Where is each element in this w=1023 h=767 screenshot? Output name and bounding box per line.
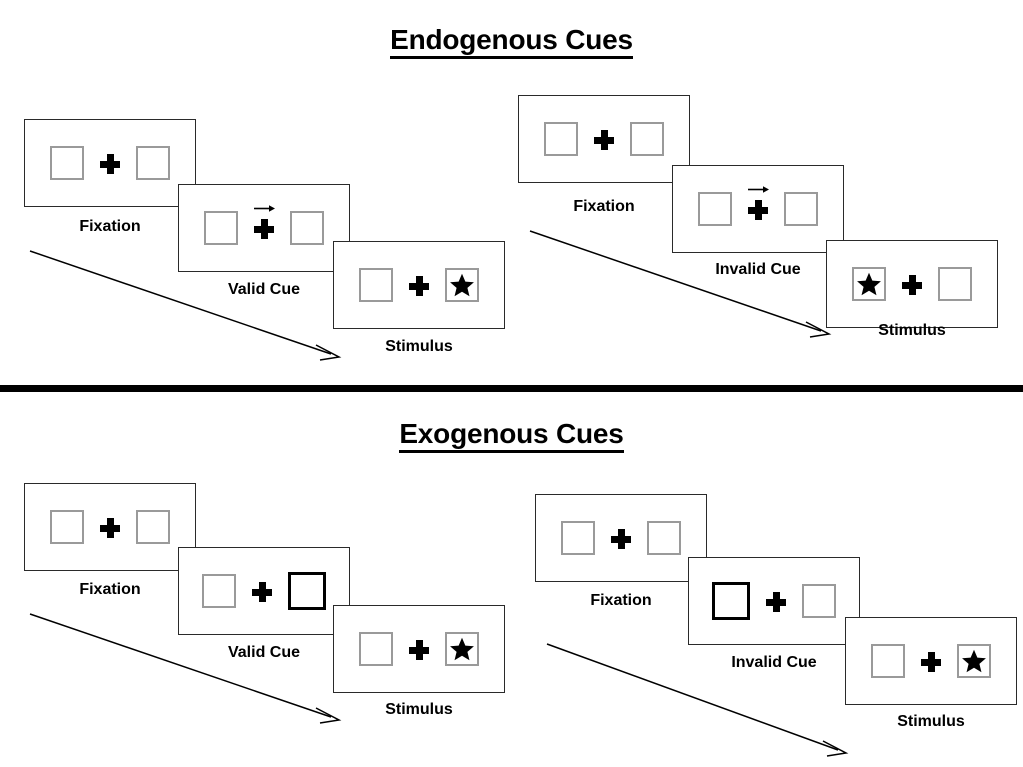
panel-endo-valid-fixation — [24, 119, 196, 207]
stage-label-exo-invalid-stimulus: Stimulus — [897, 713, 965, 730]
placeholder-box-right — [136, 510, 170, 544]
plus-cross-icon — [254, 205, 275, 240]
plus-cross-icon — [921, 649, 941, 673]
placeholder-box-right-with-target — [445, 632, 479, 666]
section-title-endogenous: Endogenous Cues — [0, 24, 1023, 59]
placeholder-box-left — [561, 521, 595, 555]
plus-cross-icon — [902, 272, 922, 296]
stage-label-exo-valid-stimulus: Stimulus — [385, 701, 453, 718]
plus-cross-icon — [748, 186, 769, 221]
placeholder-box-right — [630, 122, 664, 156]
stage-label-exo-invalid-fixation: Fixation — [590, 592, 652, 609]
plus-cross-icon — [409, 273, 429, 297]
panel-exo-valid-fixation — [24, 483, 196, 571]
stage-label-endo-valid-cue: Valid Cue — [227, 281, 301, 298]
stage-label-exo-valid-fixation: Fixation — [79, 581, 141, 598]
placeholder-box-right — [784, 192, 818, 226]
placeholder-box-left — [50, 510, 84, 544]
plus-cross-icon — [766, 589, 786, 613]
cued-box-left — [712, 582, 750, 620]
placeholder-box-right-with-target — [957, 644, 991, 678]
stage-label-endo-invalid-cue: Invalid Cue — [715, 261, 801, 278]
plus-cross-icon — [594, 127, 614, 151]
placeholder-box-right — [647, 521, 681, 555]
star-icon — [962, 649, 986, 673]
panel-endo-invalid-cue — [672, 165, 844, 253]
panel-endo-valid-cue — [178, 184, 350, 272]
placeholder-box-right — [290, 211, 324, 245]
star-icon — [450, 273, 474, 297]
cued-box-right — [288, 572, 326, 610]
placeholder-box-left — [50, 146, 84, 180]
placeholder-box-left-with-target — [852, 267, 886, 301]
placeholder-box-left — [202, 574, 236, 608]
section-title-endogenous-text: Endogenous Cues — [390, 24, 633, 59]
plus-cross-icon — [100, 515, 120, 539]
panel-exo-invalid-fixation — [535, 494, 707, 582]
placeholder-box-left — [544, 122, 578, 156]
plus-cross-icon — [252, 579, 272, 603]
stage-label-endo-valid-stimulus: Stimulus — [385, 338, 453, 355]
section-title-exogenous-text: Exogenous Cues — [399, 418, 624, 453]
placeholder-box-right — [802, 584, 836, 618]
panel-endo-invalid-fixation — [518, 95, 690, 183]
placeholder-box-right — [136, 146, 170, 180]
section-divider — [0, 385, 1023, 392]
placeholder-box-left — [204, 211, 238, 245]
stage-label-endo-invalid-fixation: Fixation — [573, 198, 635, 215]
stage-label-endo-invalid-stimulus: Stimulus — [878, 322, 946, 339]
placeholder-box-left — [871, 644, 905, 678]
panel-exo-valid-stimulus — [333, 605, 505, 693]
stage-label-endo-valid-fixation: Fixation — [79, 218, 141, 235]
star-icon — [857, 272, 881, 296]
panel-endo-valid-stimulus — [333, 241, 505, 329]
placeholder-box-left — [359, 268, 393, 302]
plus-cross-icon — [100, 151, 120, 175]
panel-exo-valid-cue — [178, 547, 350, 635]
stage-label-exo-valid-cue: Valid Cue — [227, 644, 301, 661]
stage-label-exo-invalid-cue: Invalid Cue — [731, 654, 817, 671]
plus-cross-icon — [409, 637, 429, 661]
panel-exo-invalid-stimulus — [845, 617, 1017, 705]
arrow-right-icon — [748, 186, 769, 193]
panel-endo-invalid-stimulus — [826, 240, 998, 328]
plus-cross-icon — [611, 526, 631, 550]
placeholder-box-right — [938, 267, 972, 301]
placeholder-box-right-with-target — [445, 268, 479, 302]
arrow-right-icon — [254, 205, 275, 212]
placeholder-box-left — [359, 632, 393, 666]
section-title-exogenous: Exogenous Cues — [0, 418, 1023, 453]
panel-exo-invalid-cue — [688, 557, 860, 645]
star-icon — [450, 637, 474, 661]
placeholder-box-left — [698, 192, 732, 226]
